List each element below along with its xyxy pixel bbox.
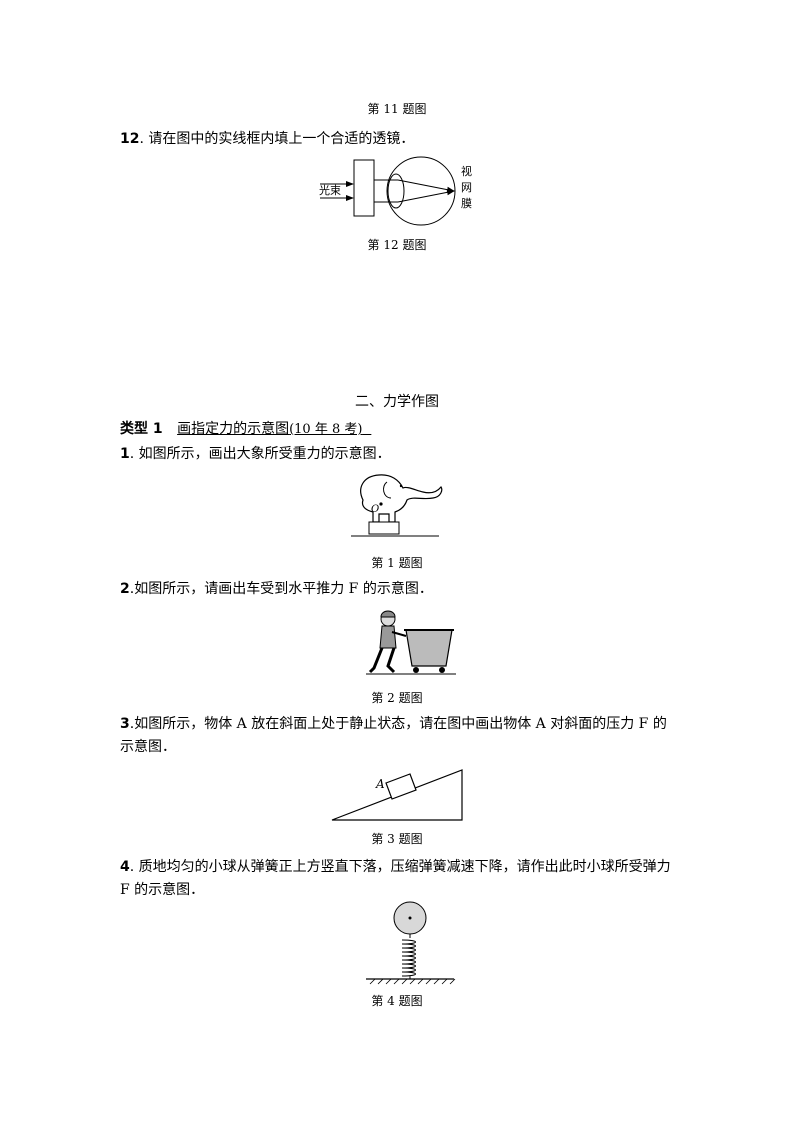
question-4-text: . 质地均匀的小球从弹簧正上方竖直下落，压缩弹簧减速下降，请作出此时小球所受弹力… [120, 859, 671, 898]
elephant-eye [399, 484, 403, 488]
question-4: 4. 质地均匀的小球从弹簧正上方竖直下落，压缩弹簧减速下降，请作出此时小球所受弹… [120, 856, 680, 902]
retina-label: 视网膜 [461, 164, 472, 210]
person-helmet [380, 610, 396, 618]
elephant-ear [383, 481, 392, 499]
figure-3-caption: 第 3 题图 [371, 832, 423, 846]
figure-2-caption: 第 2 题图 [371, 691, 423, 705]
ground-hatch [369, 978, 456, 985]
type-1-title: 画指定力的示意图(10 年 8 考) [177, 421, 363, 437]
figure-11-caption: 第 11 题图 [367, 102, 427, 116]
question-3: 3.如图所示，物体 A 放在斜面上处于静止状态，请在图中画出物体 A 对斜面的压… [120, 713, 680, 759]
question-12-number: 12 [120, 131, 140, 147]
figure-1-caption: 第 1 题图 [371, 556, 423, 570]
figure-4-caption: 第 4 题图 [371, 994, 423, 1008]
converging-ray-top [397, 179, 455, 193]
block-a [385, 773, 417, 800]
type-1-heading: 类型 1 画指定力的示意图(10 年 8 考) [120, 418, 371, 438]
section-title: 二、力学作图 [355, 394, 439, 410]
figure-12-caption: 第 12 题图 [367, 238, 427, 252]
question-3-number: 3 [120, 716, 130, 732]
question-2-number: 2 [120, 581, 130, 597]
ball-center-point [408, 916, 412, 920]
block-a-label: A [375, 777, 385, 791]
figure-3-incline: A [331, 769, 463, 821]
figure-1-elephant: O [351, 474, 443, 537]
cart-wheel-right [439, 667, 445, 673]
figure-4-ball-spring [366, 901, 456, 985]
cart-wheel-left [413, 667, 419, 673]
question-2-text: .如图所示，请画出车受到水平推力 F 的示意图． [129, 581, 433, 597]
figure-2-person-pushing-cart [366, 610, 456, 675]
question-1-number: 1 [120, 446, 130, 462]
type-1-label: 类型 1 [120, 421, 163, 437]
question-12-text: . 请在图中的实线框内填上一个合适的透镜． [139, 131, 415, 147]
center-label: O [371, 504, 379, 515]
eye-lens [387, 173, 405, 209]
center-of-gravity-point [379, 502, 383, 506]
question-1-text: . 如图所示，画出大象所受重力的示意图． [129, 446, 391, 462]
eyeball [386, 156, 456, 226]
person-legs [368, 647, 396, 674]
light-beam-label: 光束 [319, 183, 341, 197]
elephant-body [360, 474, 443, 523]
converging-ray-bottom [397, 189, 455, 203]
elephant-stand [368, 521, 400, 535]
lens-answer-box[interactable] [353, 159, 375, 217]
question-1: 1. 如图所示，画出大象所受重力的示意图． [120, 443, 680, 466]
spring [401, 934, 416, 979]
question-2: 2.如图所示，请画出车受到水平推力 F 的示意图． [120, 578, 680, 601]
cart-body [405, 629, 453, 667]
question-12: 12. 请在图中的实线框内填上一个合适的透镜． [120, 128, 680, 151]
person-torso [379, 625, 397, 649]
figure-12-eye-diagram: 光束 视网膜 [319, 156, 472, 226]
question-3-text: .如图所示，物体 A 放在斜面上处于静止状态，请在图中画出物体 A 对斜面的压力… [120, 716, 667, 755]
person-arm [391, 631, 407, 637]
question-4-number: 4 [120, 859, 130, 875]
